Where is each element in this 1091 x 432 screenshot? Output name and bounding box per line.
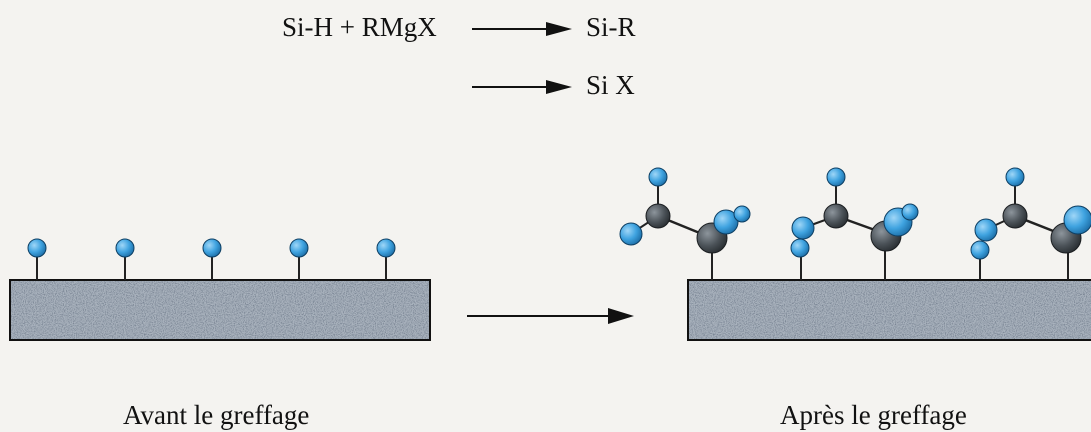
equation-product-si-r: Si-R bbox=[586, 12, 636, 42]
substrate-after bbox=[687, 279, 1091, 341]
caption-before-grafting: Avant le greffage bbox=[123, 400, 310, 430]
grafting-arrow bbox=[467, 308, 634, 324]
equation-product-si-x: Si X bbox=[586, 70, 635, 100]
hydrogen-terminations bbox=[27, 238, 396, 280]
grafted-molecule-2 bbox=[790, 167, 919, 258]
grafted-molecules bbox=[619, 167, 1091, 280]
reaction-arrow-1 bbox=[472, 22, 572, 36]
reaction-arrow-2 bbox=[472, 80, 572, 94]
grafted-molecule-3 bbox=[970, 167, 1091, 260]
substrate-before bbox=[9, 279, 431, 341]
caption-after-grafting: Après le greffage bbox=[780, 400, 967, 430]
grafted-molecule-1 bbox=[619, 167, 751, 254]
equation-reactants: Si-H + RMgX bbox=[282, 12, 437, 42]
